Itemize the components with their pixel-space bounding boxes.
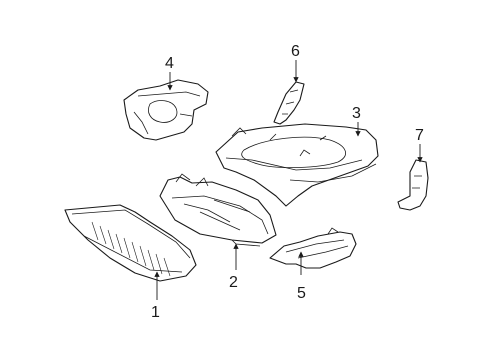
callout-3-label: 3 [352, 105, 361, 122]
callout-4-label: 4 [165, 55, 174, 72]
callout-7: 7 [415, 127, 424, 163]
part-3-center-floor-shield[interactable] [215, 123, 379, 207]
callout-4: 4 [165, 55, 174, 91]
part-4-fender-liner[interactable] [123, 79, 209, 141]
callout-1: 1 [151, 271, 160, 321]
callout-2: 2 [229, 243, 239, 291]
callout-5: 5 [297, 251, 306, 302]
callout-6-label: 6 [291, 43, 300, 60]
part-2-engine-under-cover[interactable] [159, 173, 277, 247]
callout-5-label: 5 [297, 285, 306, 302]
part-7-bracket[interactable] [397, 159, 429, 211]
callout-2-label: 2 [229, 274, 238, 291]
callout-3: 3 [352, 105, 361, 137]
callout-7-label: 7 [415, 127, 424, 144]
part-6-bracket[interactable] [273, 81, 305, 125]
callout-6: 6 [291, 43, 300, 83]
part-1-front-splash-shield[interactable] [64, 204, 197, 282]
callout-1-label: 1 [151, 304, 160, 321]
part-5-rear-shield[interactable] [269, 227, 357, 269]
